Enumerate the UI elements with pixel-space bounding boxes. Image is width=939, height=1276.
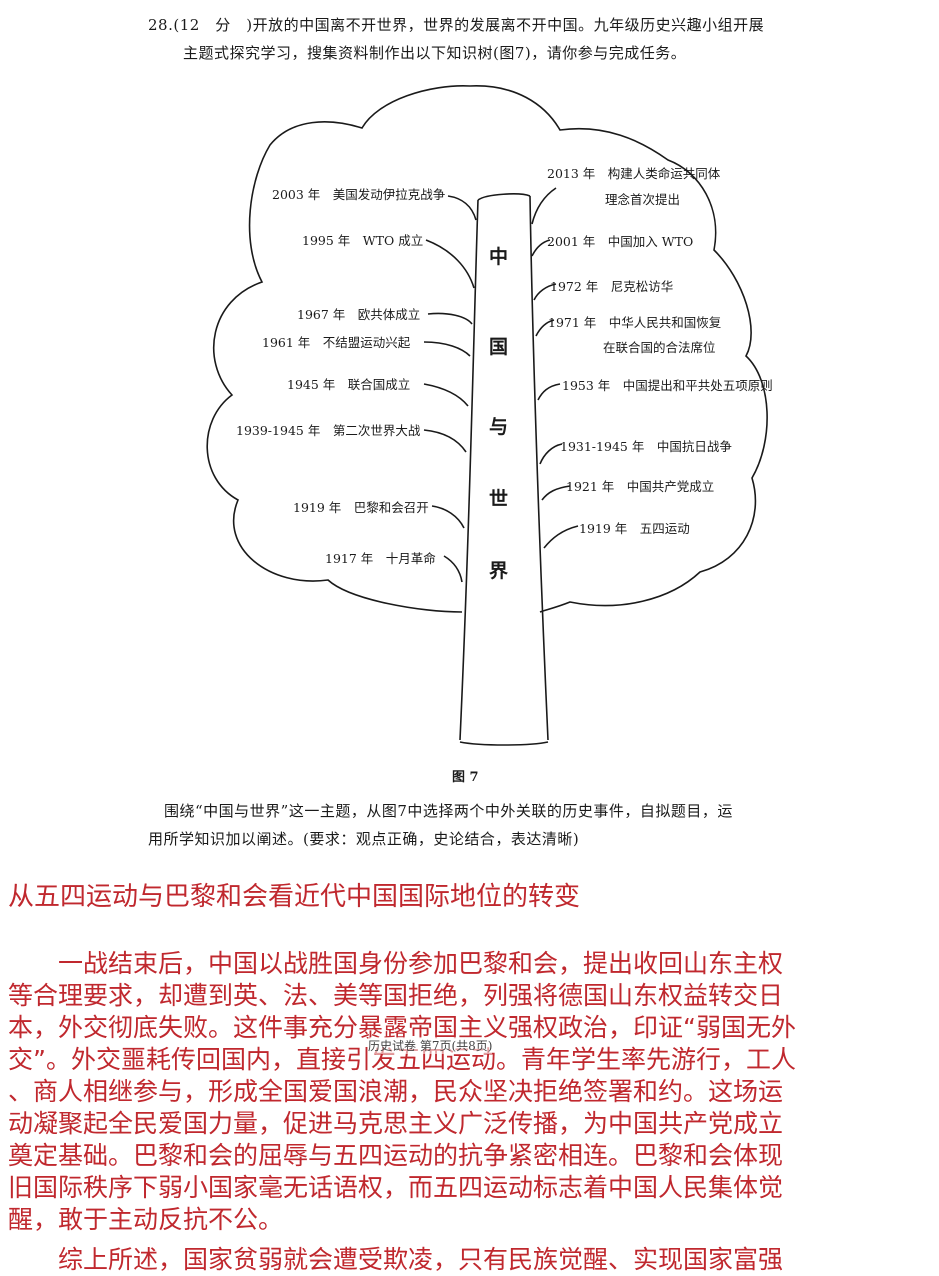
tree-crown-outline — [206, 85, 768, 613]
right-event: 1972 年 尼克松访华 — [550, 279, 674, 294]
right-branch — [539, 443, 563, 465]
answer-line: 奠定基础。巴黎和会的屈辱与五四运动的抗争紧密相连。巴黎和会体现 — [8, 1141, 784, 1170]
trunk-char: 界 — [489, 560, 509, 582]
left-event: 1919 年 巴黎和会召开 — [293, 500, 429, 515]
task-line-2: 用所学知识加以阐述。(要求：观点正确，史论结合，表达清晰) — [148, 830, 580, 848]
answer-title: 从五四运动与巴黎和会看近代中国国际地位的转变 — [8, 882, 581, 912]
answer-line: 醒，敢于主动反抗不公。 — [8, 1205, 284, 1234]
right-branch — [533, 283, 557, 301]
left-event: 1961 年 不结盟运动兴起 — [262, 335, 411, 350]
right-branch — [541, 485, 571, 501]
right-branch — [535, 319, 555, 337]
right-event: 在联合国的合法席位 — [603, 340, 716, 355]
right-event: 1953 年 中国提出和平共处五项原则 — [562, 378, 773, 393]
left-branch — [427, 312, 473, 325]
answer-line: 旧国际秩序下弱小国家毫无话语权，而五四运动标志着中国人民集体觉 — [8, 1173, 784, 1202]
trunk-char: 国 — [489, 336, 509, 358]
right-event: 1919 年 五四运动 — [579, 521, 690, 536]
figure-caption: 图 7 — [452, 770, 479, 785]
left-event: 1939-1945 年 第二次世界大战 — [236, 423, 421, 438]
trunk-char: 世 — [489, 488, 509, 510]
trunk-char: 中 — [489, 246, 509, 268]
right-branch — [537, 383, 561, 401]
left-branch — [443, 555, 463, 583]
tree-trunk-right — [529, 195, 549, 741]
left-branch — [447, 195, 477, 221]
tree-trunk-left — [459, 199, 479, 741]
answer-line: 、商人相继参与，形成全国爱国浪潮，民众坚决拒绝签署和约。这场运 — [8, 1077, 784, 1106]
page-footer: 历史试卷 第7页(共8页) — [368, 1037, 493, 1054]
right-event: 理念首次提出 — [605, 192, 681, 207]
answer-line: 综上所述，国家贫弱就会遭受欺凌，只有民族觉醒、实现国家富强 — [8, 1245, 784, 1274]
knowledge-tree-diagram — [206, 85, 768, 746]
left-branch — [431, 505, 465, 529]
right-branch — [531, 239, 551, 257]
tree-trunk-base — [459, 741, 549, 746]
answer-line: 一战结束后，中国以战胜国身份参加巴黎和会，提出收回山东主权 — [8, 949, 784, 978]
trunk-char: 与 — [489, 416, 509, 438]
question-line-2: 主题式探究学习，搜集资料制作出以下知识树(图7)，请你参与完成任务。 — [183, 44, 687, 62]
right-event: 2001 年 中国加入 WTO — [547, 234, 694, 249]
left-event: 1917 年 十月革命 — [325, 551, 436, 566]
answer-line: 等合理要求，却遭到英、法、美等国拒绝，列强将德国山东权益转交日 — [8, 981, 784, 1010]
left-branch — [423, 383, 469, 407]
left-event: 1945 年 联合国成立 — [287, 377, 411, 392]
left-event: 1967 年 欧共体成立 — [297, 307, 421, 322]
task-line-1: 围绕“中国与世界”这一主题，从图7中选择两个中外关联的历史事件，自拟题目，运 — [164, 802, 733, 820]
right-branch — [543, 525, 579, 549]
left-event: 2003 年 美国发动伊拉克战争 — [272, 187, 446, 202]
left-branch — [425, 239, 475, 289]
right-event: 1971 年 中华人民共和国恢复 — [548, 315, 722, 330]
question-line-1: 28.(12 分 )开放的中国离不开世界，世界的发展离不开中国。九年级历史兴趣小… — [148, 16, 765, 34]
left-branch — [423, 341, 471, 357]
right-event: 1931-1945 年 中国抗日战争 — [560, 439, 732, 454]
right-event: 1921 年 中国共产党成立 — [566, 479, 715, 494]
left-event: 1995 年 WTO 成立 — [302, 233, 424, 248]
left-branch — [423, 429, 467, 453]
answer-line: 动凝聚起全民爱国力量，促进马克思主义广泛传播，为中国共产党成立 — [8, 1109, 784, 1138]
right-event: 2013 年 构建人类命运共同体 — [547, 166, 721, 181]
right-branch — [531, 187, 557, 225]
